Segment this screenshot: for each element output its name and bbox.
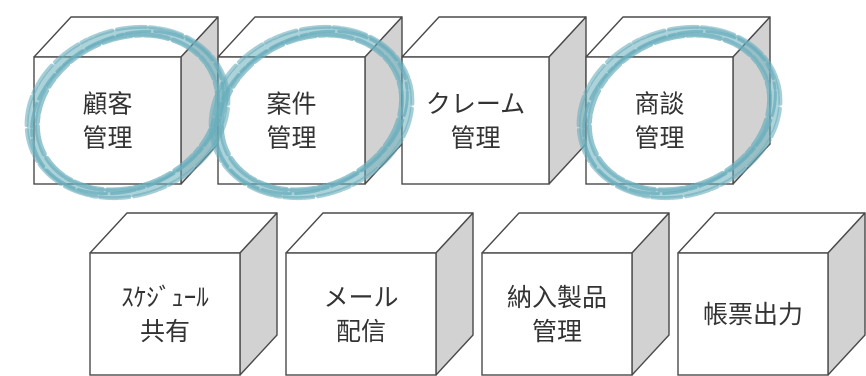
cube-label: クレーム: [426, 90, 525, 119]
cubes-layer: 顧客管理案件管理クレーム管理商談管理ｽｹｼﾞｭｰﾙ共有メール配信納入製品管理帳票…: [33, 16, 866, 376]
cube-label: 顧客: [82, 90, 132, 119]
cube-front-face: [285, 252, 437, 376]
cube-label: 共有: [140, 317, 190, 346]
cube-label: 管理: [82, 124, 132, 153]
cube-front-face: [401, 56, 550, 185]
cube-label: 管理: [266, 124, 316, 153]
highlight-circles-layer: [24, 24, 783, 201]
feature-cube: ｽｹｼﾞｭｰﾙ 共有: [89, 212, 278, 376]
highlight-brush-stroke: [34, 32, 221, 193]
feature-cube: 帳票出力: [677, 212, 866, 376]
cube-front-face: [677, 252, 829, 376]
highlight-brush-stroke: [579, 26, 780, 199]
cube-label: 帳票出力: [703, 300, 803, 329]
highlight-brush-stroke: [582, 29, 777, 196]
cube-front-face: [33, 56, 182, 185]
cube-label: 商談: [634, 90, 684, 119]
cube-label: 管理: [450, 124, 500, 153]
cube-label: 納入製品: [507, 283, 607, 312]
highlight-brush-stroke: [576, 24, 783, 201]
highlight-brush-stroke: [208, 24, 415, 201]
cube-front-face: [89, 252, 241, 376]
highlight-brush-stroke: [214, 29, 409, 196]
highlight-brush-stroke: [211, 26, 412, 199]
cube-label: メール: [323, 283, 398, 312]
cube-label: 配信: [336, 317, 386, 346]
cube-front-face: [217, 56, 366, 185]
cube-front-face: [481, 252, 633, 376]
highlight-brush-stroke: [218, 32, 405, 193]
highlight-circle: [208, 24, 415, 201]
cube-front-face: [585, 56, 734, 185]
cube-label: 管理: [634, 124, 684, 153]
cube-label: ｽｹｼﾞｭｰﾙ: [121, 283, 209, 312]
cube-label: 管理: [532, 317, 582, 346]
highlight-brush-stroke: [30, 29, 225, 196]
highlight-circle: [576, 24, 783, 201]
cube-label: 案件: [266, 90, 316, 119]
highlight-brush-stroke: [586, 32, 773, 193]
highlight-brush-stroke: [27, 26, 228, 199]
